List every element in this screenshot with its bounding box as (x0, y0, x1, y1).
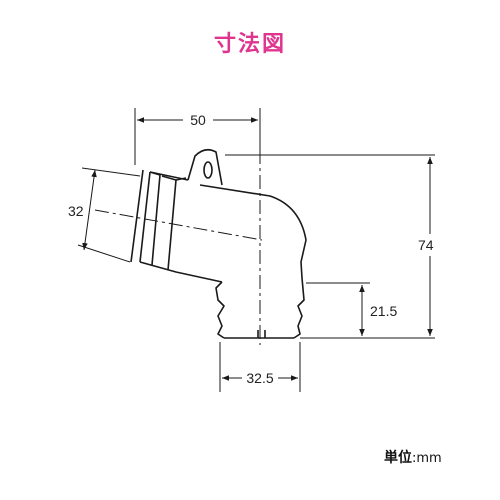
dim-label-outlet-width: 32.5 (246, 370, 273, 386)
unit-separator: : (412, 451, 417, 466)
unit-value: mm (416, 451, 442, 466)
page-title: 寸法図 (213, 32, 286, 57)
dim-label-top-width: 50 (190, 112, 206, 128)
dim-line-inlet-diameter (82, 169, 97, 251)
centerlines (94, 150, 263, 345)
dim-label-outlet-height: 21.5 (370, 303, 397, 319)
dimension-lines (82, 117, 433, 381)
dim-label-inlet-diameter: 32 (68, 203, 84, 219)
unit-label: 単位 (384, 450, 412, 466)
unit-note: 単位:mm (384, 447, 442, 467)
elbow-fitting-outline (130, 148, 307, 339)
extension-lines (77, 108, 435, 392)
dim-label-total-height: 74 (418, 237, 434, 253)
